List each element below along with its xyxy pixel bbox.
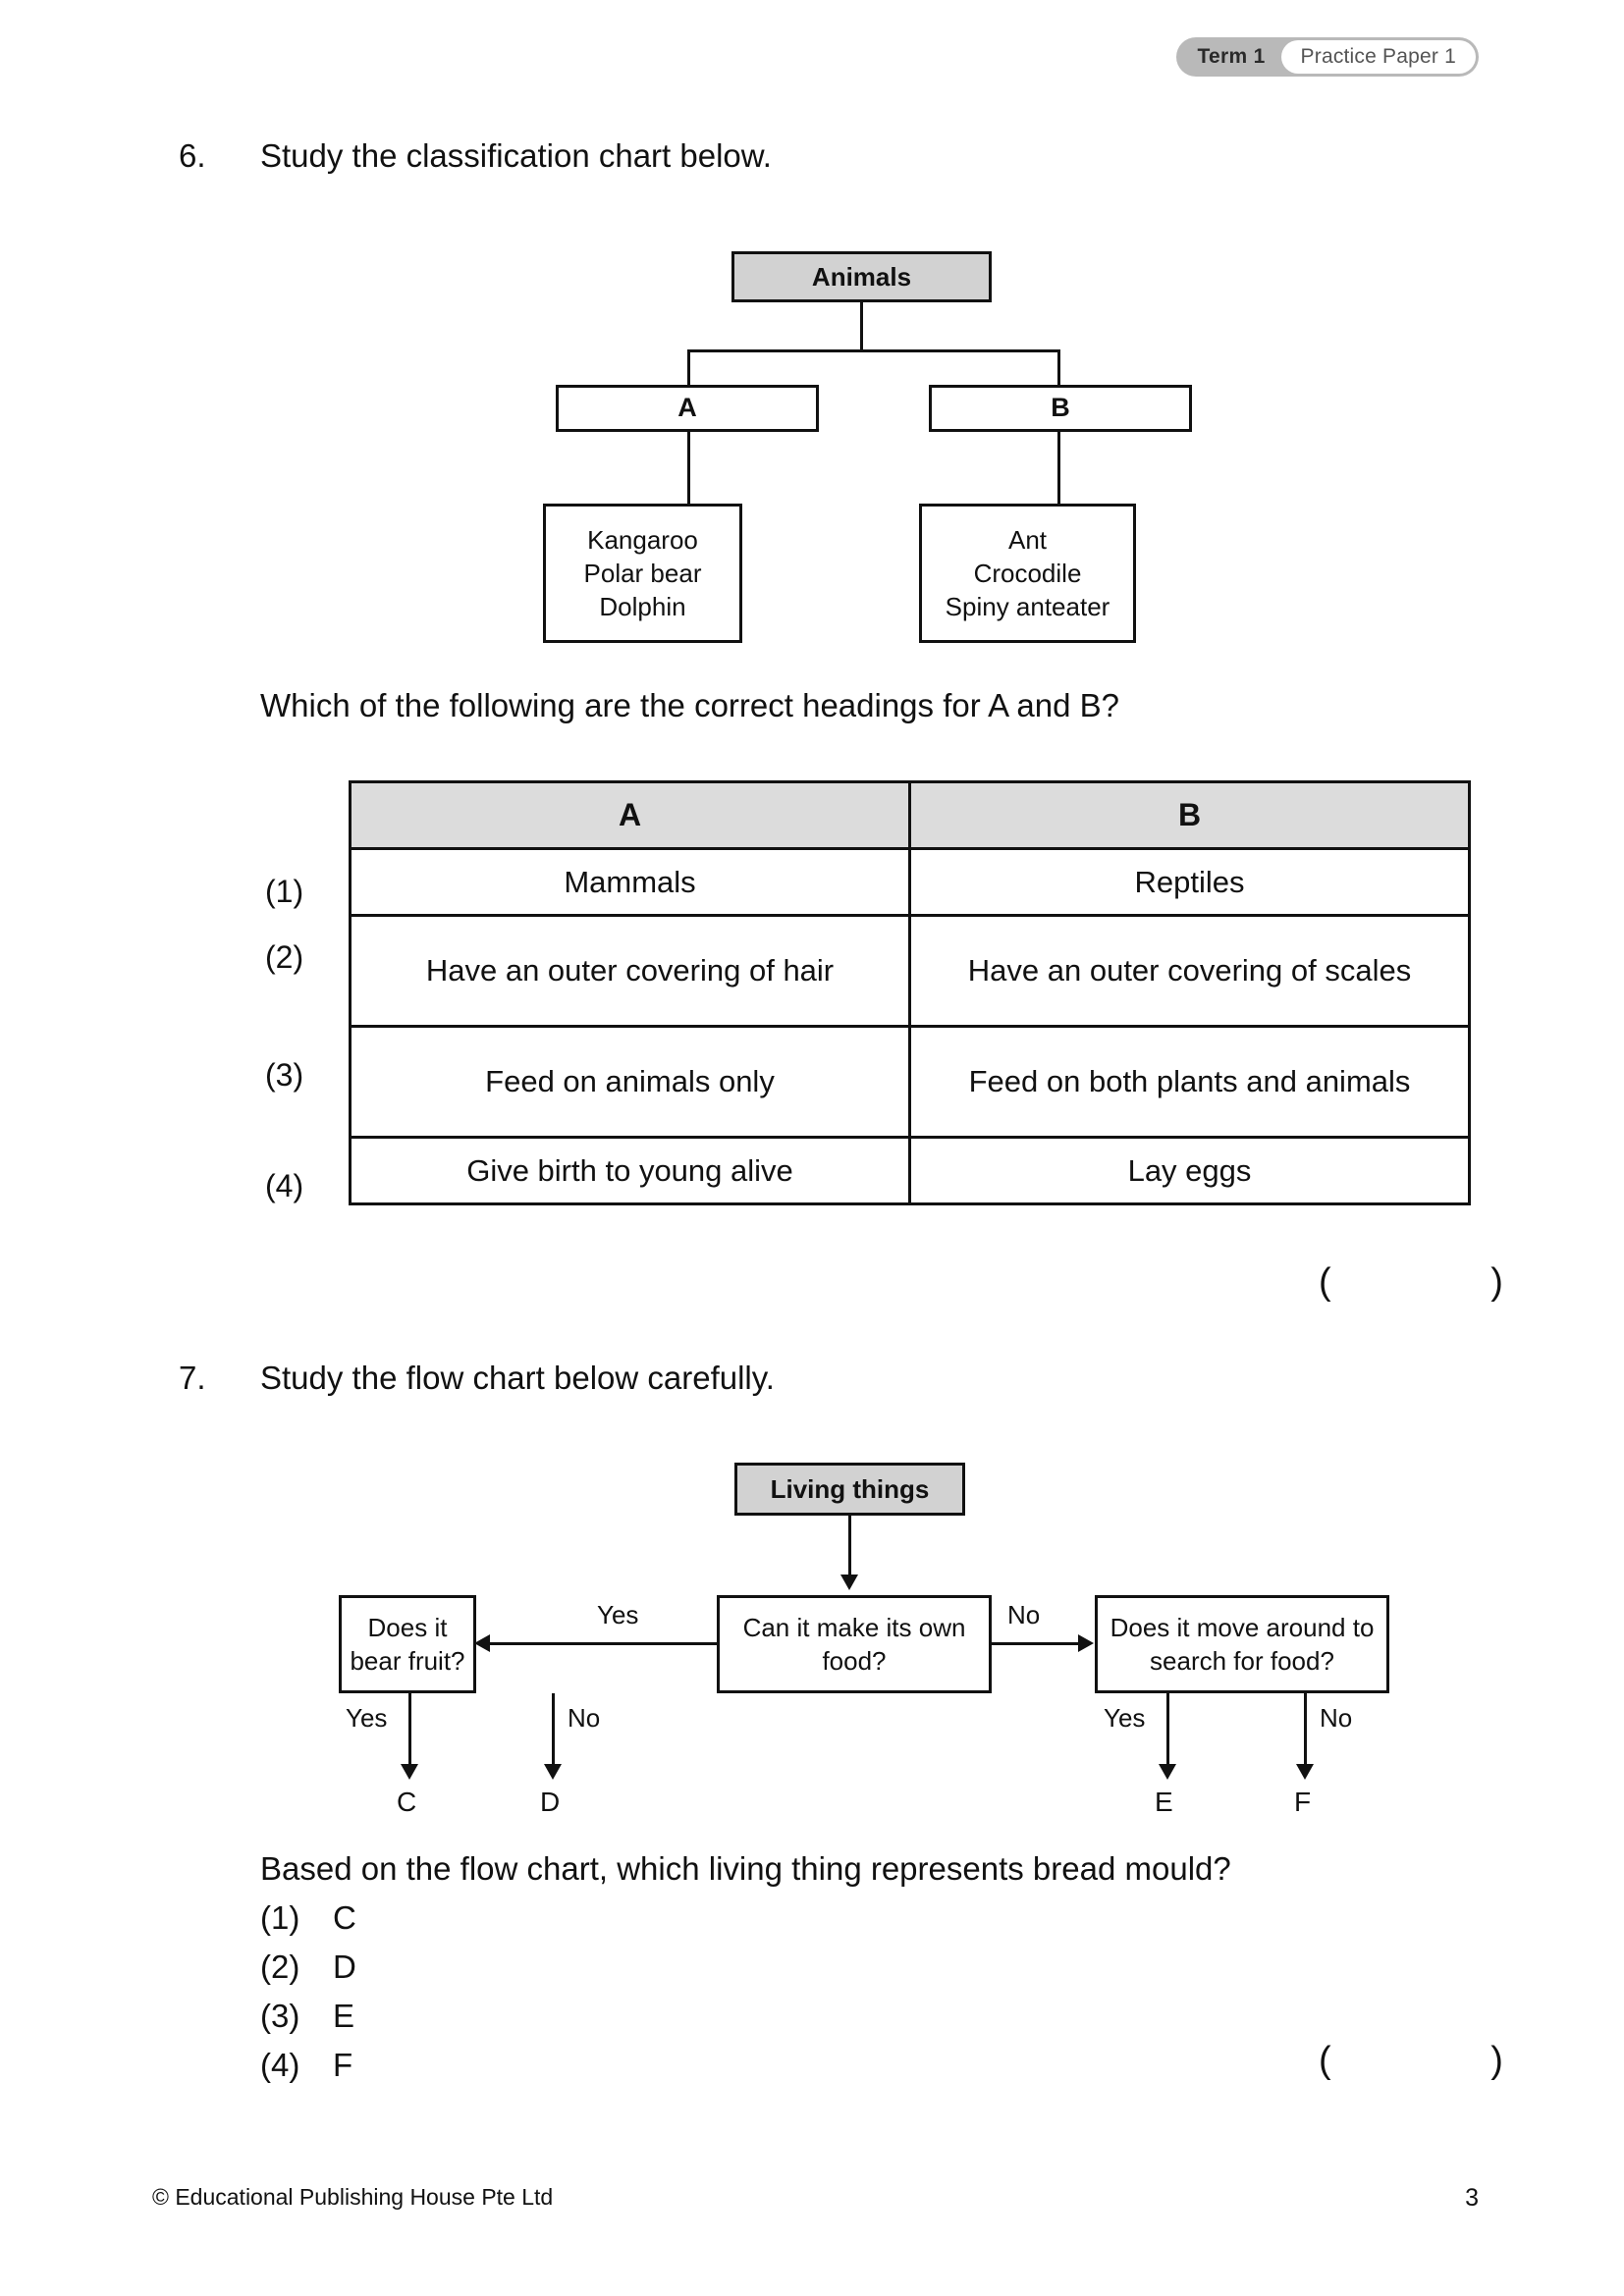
flow-root-stem (848, 1516, 851, 1582)
flow-left-no-label: No (568, 1703, 601, 1733)
option-tag-1: (1) (265, 874, 304, 909)
question-6-stem: Study the classification chart below. (260, 137, 772, 174)
answer-bracket-q6[interactable]: ( ) (1319, 1261, 1578, 1303)
flow-no-line (992, 1642, 1080, 1645)
flow-leg-f-arrowhead (1296, 1764, 1314, 1780)
footer-copyright: © Educational Publishing House Pte Ltd (152, 2184, 554, 2210)
table-row[interactable]: Mammals Reptiles (349, 847, 1471, 917)
flow-decision-left: Does it bear fruit? (339, 1595, 476, 1693)
flow-right-yes-label: Yes (1104, 1703, 1146, 1733)
footer-page-number: 3 (1465, 2184, 1479, 2212)
term-label: Term 1 (1197, 45, 1266, 68)
flow-leaf-d: D (540, 1787, 561, 1817)
options-table: A B Mammals Reptiles Have an outer cover… (349, 780, 1471, 1205)
flow-yes-arrowhead (474, 1634, 490, 1652)
chart-root-stem (860, 302, 863, 349)
flow-left-yes-label: Yes (346, 1703, 388, 1733)
cell-4-b: Lay eggs (908, 1136, 1471, 1205)
flow-yes-line (489, 1642, 717, 1645)
flow-leg-d (552, 1693, 555, 1772)
option-tag-3: (3) (265, 1057, 304, 1093)
flow-leaf-e: E (1155, 1787, 1173, 1817)
answer-bracket-q7[interactable]: ( ) (1319, 2040, 1578, 2081)
question-7-number: 7. (179, 1360, 206, 1396)
question-7-followup: Based on the flow chart, which living th… (260, 1850, 1231, 1887)
flow-leaf-f: F (1294, 1787, 1312, 1817)
mcq-option-4[interactable]: (4) F (260, 2047, 352, 2084)
flow-leaf-c: C (397, 1787, 417, 1817)
mcq-value-4: F (333, 2047, 353, 2083)
member-a-1: Kangaroo (587, 524, 698, 555)
flow-leg-c (408, 1693, 411, 1772)
flow-decision-center: Can it make its own food? (717, 1595, 992, 1693)
table-row[interactable]: Give birth to young alive Lay eggs (349, 1136, 1471, 1205)
flow-root-arrowhead (840, 1575, 858, 1590)
flow-leg-c-arrowhead (401, 1764, 418, 1780)
mcq-key-2: (2) (260, 1949, 300, 1985)
member-a-2: Polar bear (583, 558, 702, 588)
chart-drop-b (1057, 349, 1060, 385)
option-tag-2: (2) (265, 939, 304, 975)
mcq-key-4: (4) (260, 2047, 300, 2083)
question-7-stem: Study the flow chart below carefully. (260, 1360, 775, 1396)
cell-1-a: Mammals (349, 847, 911, 917)
mcq-option-3[interactable]: (3) E (260, 1998, 354, 2035)
question-6-number: 6. (179, 137, 206, 174)
member-b-3: Spiny anteater (945, 592, 1110, 622)
flow-leg-e-arrowhead (1159, 1764, 1176, 1780)
chart-root-box: Animals (731, 251, 992, 302)
column-header-b: B (908, 780, 1471, 850)
cell-3-a: Feed on animals only (349, 1025, 911, 1139)
mcq-option-1[interactable]: (1) C (260, 1899, 356, 1937)
flow-root-box: Living things (734, 1463, 965, 1516)
question-6-followup: Which of the following are the correct h… (260, 687, 1120, 723)
table-row[interactable]: Feed on animals only Feed on both plants… (349, 1025, 1471, 1139)
flow-leg-e (1166, 1693, 1169, 1772)
cell-2-b: Have an outer covering of scales (908, 914, 1471, 1028)
options-table-header-row: A B (349, 780, 1471, 850)
member-b-1: Ant (1007, 524, 1048, 555)
mcq-value-3: E (333, 1998, 355, 2034)
cell-4-a: Give birth to young alive (349, 1136, 911, 1205)
mcq-value-1: C (333, 1899, 356, 1936)
cell-3-b: Feed on both plants and animals (908, 1025, 1471, 1139)
header-badge: Term 1 Practice Paper 1 (1176, 37, 1479, 77)
member-b-2: Crocodile (973, 558, 1082, 588)
flow-leg-f (1304, 1693, 1307, 1772)
flow-right-no-label: No (1320, 1703, 1353, 1733)
flow-leg-d-arrowhead (544, 1764, 562, 1780)
column-header-a: A (349, 780, 911, 850)
cell-2-a: Have an outer covering of hair (349, 914, 911, 1028)
member-a-3: Dolphin (599, 592, 686, 622)
mcq-key-3: (3) (260, 1998, 300, 2034)
chart-connector-a (687, 432, 690, 505)
flow-yes-label: Yes (597, 1600, 639, 1629)
chart-members-b-box: Ant Crocodile Spiny anteater (919, 504, 1136, 643)
chart-heading-a-box: A (556, 385, 819, 432)
cell-1-b: Reptiles (908, 847, 1471, 917)
flow-no-label: No (1007, 1600, 1041, 1629)
flow-decision-right: Does it move around to search for food? (1095, 1595, 1389, 1693)
flow-no-arrowhead (1078, 1634, 1094, 1652)
chart-drop-a (687, 349, 690, 385)
table-row[interactable]: Have an outer covering of hair Have an o… (349, 914, 1471, 1028)
paper-label: Practice Paper 1 (1280, 40, 1476, 74)
option-tag-4: (4) (265, 1168, 304, 1203)
chart-members-a-box: Kangaroo Polar bear Dolphin (543, 504, 742, 643)
chart-heading-b-box: B (929, 385, 1192, 432)
chart-connector-b (1057, 432, 1060, 505)
chart-split-line (687, 349, 1060, 352)
mcq-value-2: D (333, 1949, 356, 1985)
mcq-key-1: (1) (260, 1899, 300, 1936)
mcq-option-2[interactable]: (2) D (260, 1949, 356, 1986)
